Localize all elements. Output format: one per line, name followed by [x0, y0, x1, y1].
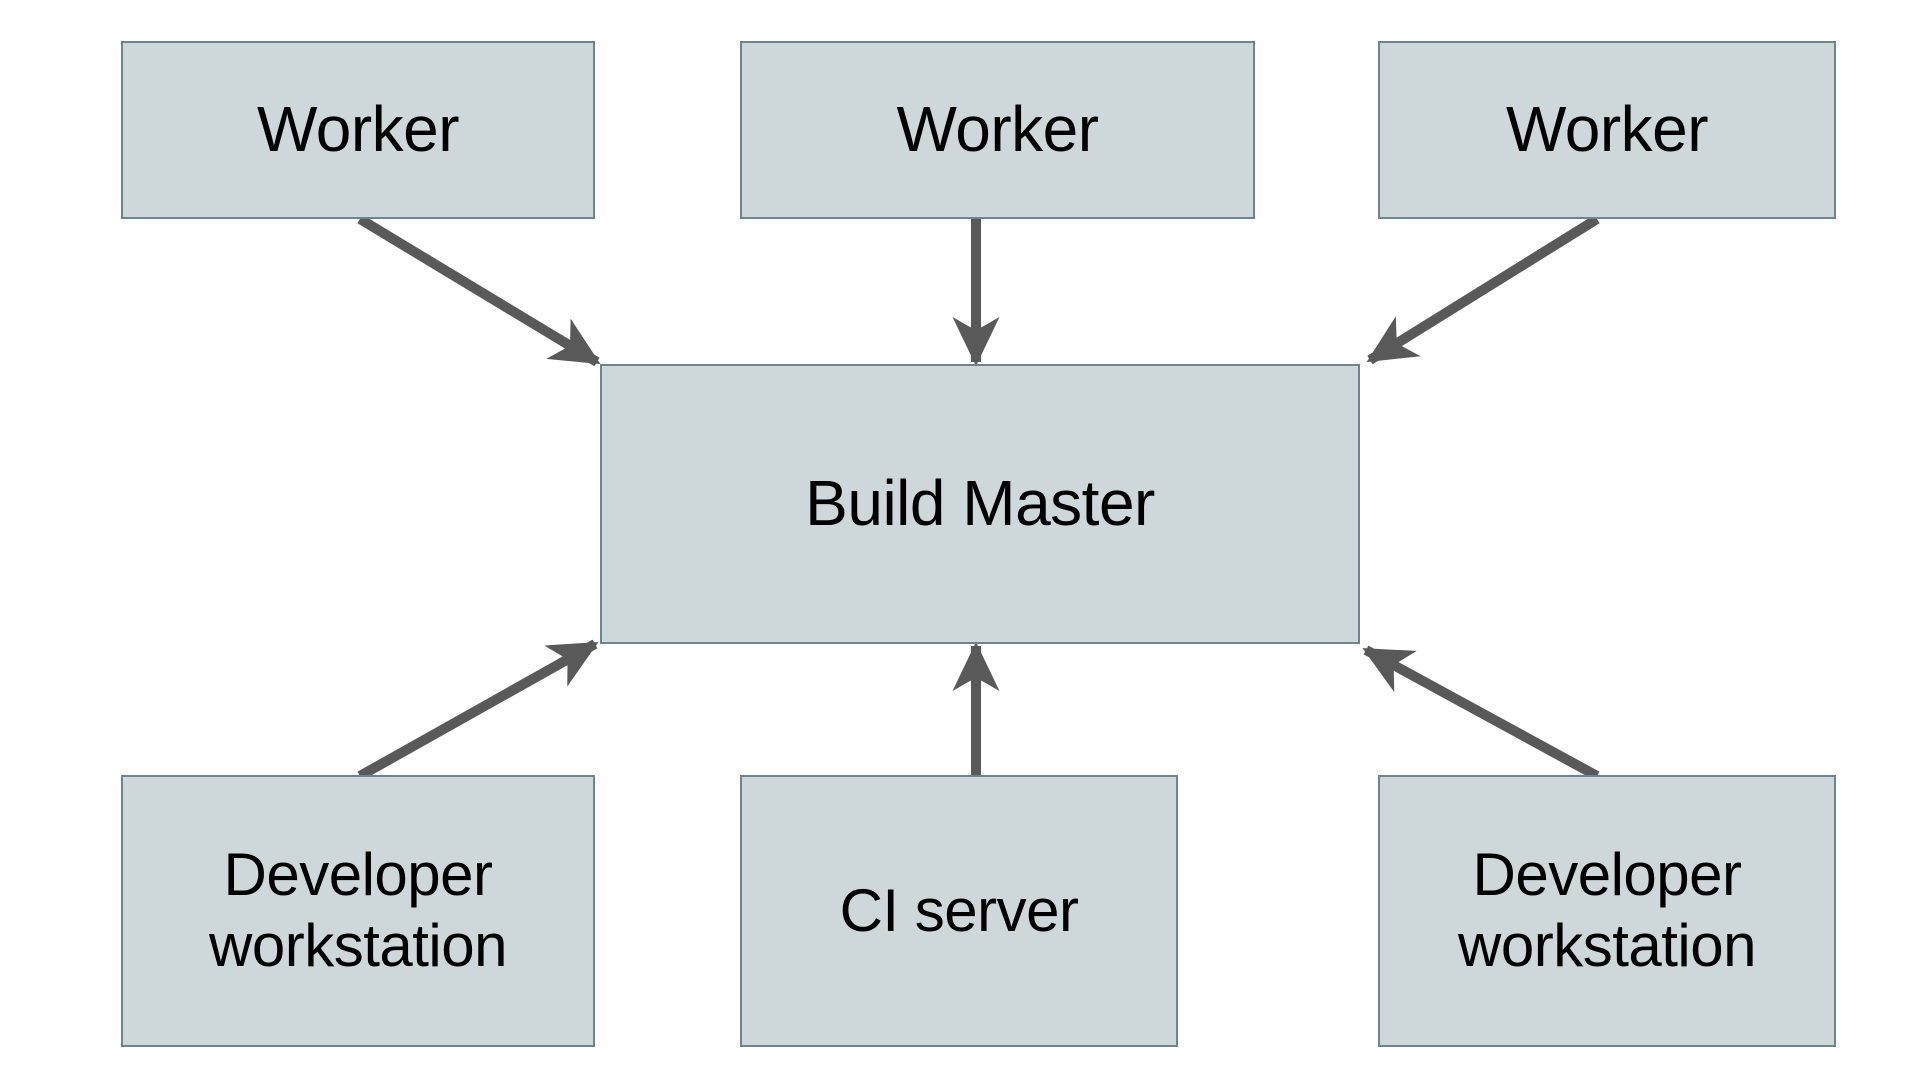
edge-worker1-to-master: [357, 214, 601, 367]
node-label-worker-3: Worker: [1505, 93, 1709, 166]
node-developer-workstation-left[interactable]: Developer workstation: [121, 775, 595, 1047]
node-label-worker-2: Worker: [896, 93, 1099, 166]
node-ci-server[interactable]: CI server: [740, 775, 1178, 1047]
edge-devleft-to-master: [357, 639, 599, 781]
node-label-developer-workstation-right: Developer workstation: [1458, 841, 1756, 979]
node-worker-2[interactable]: Worker: [740, 41, 1255, 219]
node-label-build-master: Build Master: [805, 467, 1155, 540]
node-developer-workstation-right[interactable]: Developer workstation: [1378, 775, 1836, 1047]
node-label-developer-workstation-left: Developer workstation: [209, 841, 507, 979]
node-worker-1[interactable]: Worker: [121, 41, 595, 219]
node-label-ci-server: CI server: [839, 876, 1079, 944]
edge-devright-to-master: [1362, 645, 1600, 781]
node-label-worker-1: Worker: [256, 93, 460, 166]
node-build-master[interactable]: Build Master: [600, 364, 1360, 644]
node-worker-3[interactable]: Worker: [1378, 41, 1836, 219]
edge-worker3-to-master: [1366, 214, 1600, 365]
